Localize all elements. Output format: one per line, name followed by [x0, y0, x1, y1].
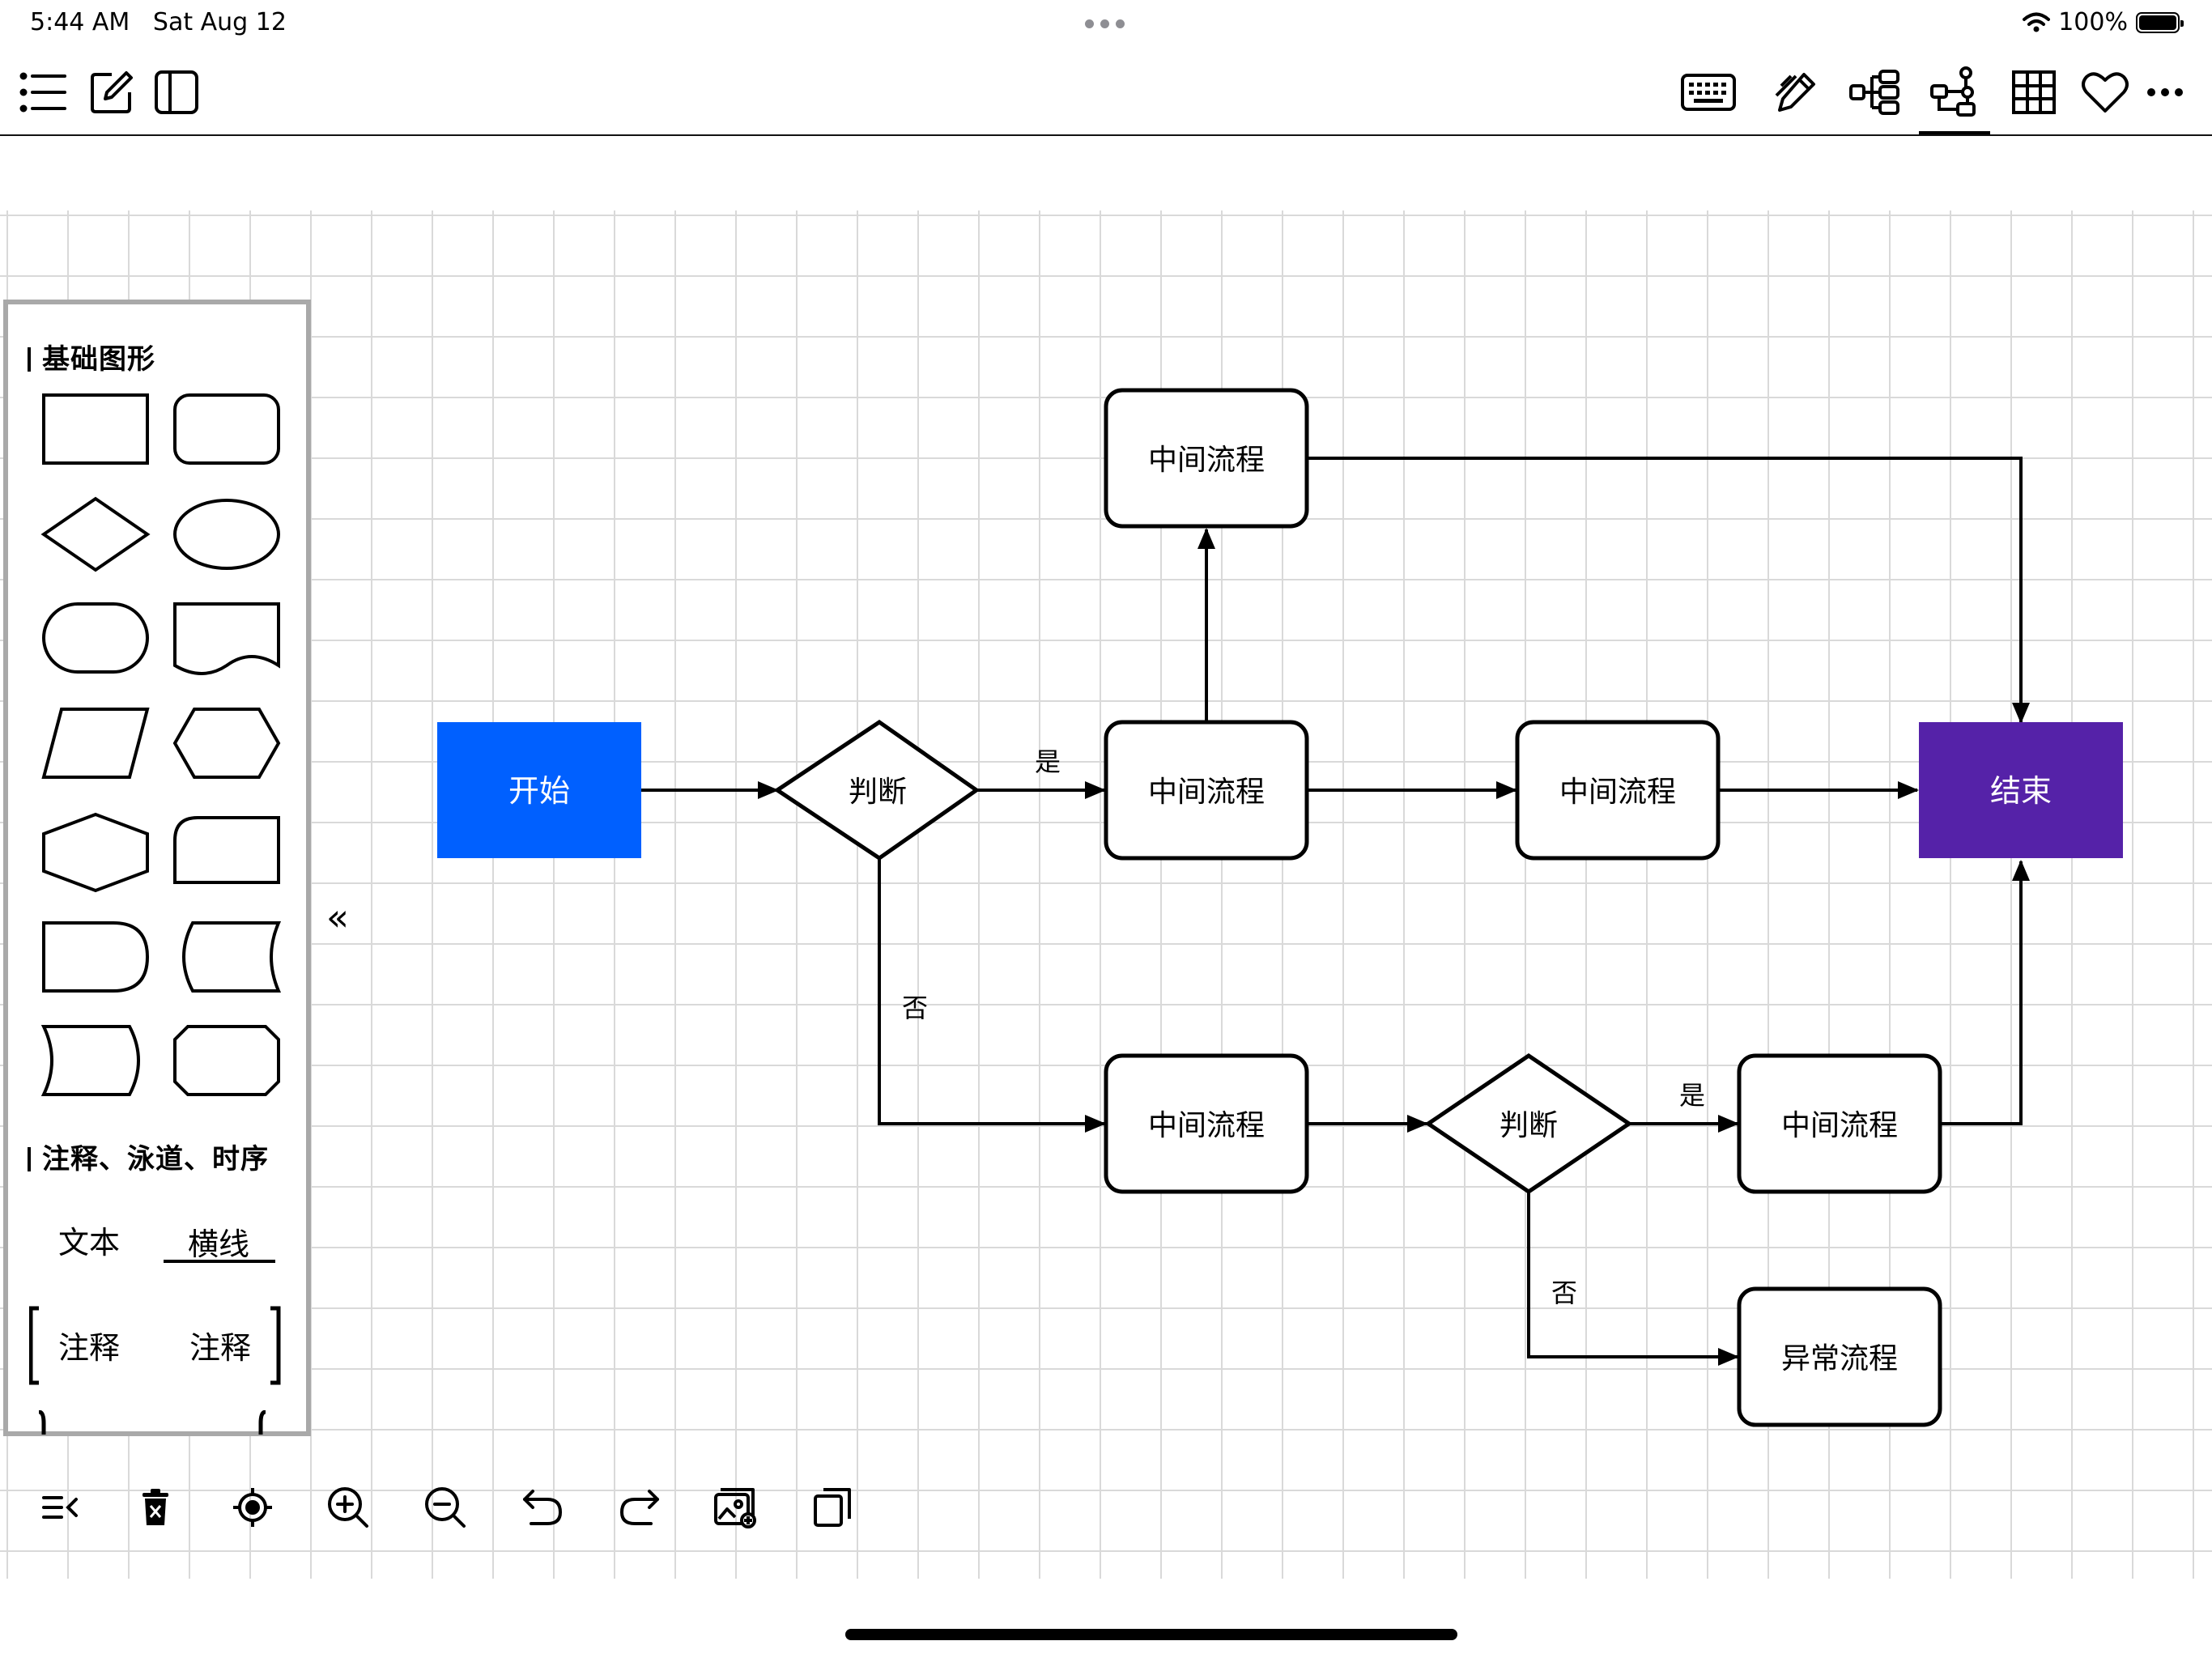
shape-rectangle[interactable] — [42, 393, 149, 465]
top-toolbar — [0, 50, 2212, 136]
node-process-top[interactable]: 中间流程 — [1104, 388, 1309, 529]
redo-icon[interactable] — [609, 1477, 670, 1538]
node-exception[interactable]: 异常流程 — [1737, 1286, 1942, 1427]
table-icon[interactable] — [2003, 62, 2065, 123]
node-decision1[interactable]: 判断 — [773, 719, 981, 861]
battery-icon — [2136, 11, 2184, 33]
shape-hexagon[interactable] — [172, 708, 281, 779]
edit-icon[interactable] — [81, 62, 143, 123]
shape-ellipse[interactable] — [173, 499, 280, 570]
multitasking-dots[interactable] — [1085, 19, 1125, 28]
edge-label-yes1: 是 — [1035, 746, 1061, 777]
section-annotations: 注释、泳道、时序 — [28, 1137, 269, 1176]
zoom-in-icon[interactable] — [317, 1477, 379, 1538]
shape-palette: 基础图形 注释、泳道、时序 文本 横线 注释 注释 — [3, 300, 311, 1436]
shape-delay[interactable] — [42, 921, 150, 993]
edge-bottom2-end — [1940, 860, 2030, 1125]
flowchart-icon[interactable] — [1924, 62, 1985, 123]
hline-tool[interactable]: 横线 — [188, 1226, 250, 1262]
shape-preparation[interactable] — [42, 812, 149, 893]
node-decision2[interactable]: 判断 — [1424, 1052, 1633, 1195]
annotation-left[interactable]: 注释 — [58, 1330, 121, 1366]
node-process-top-label: 中间流程 — [1148, 444, 1265, 477]
node-process-mid-label: 中间流程 — [1148, 776, 1265, 809]
home-indicator — [845, 1629, 1457, 1640]
delete-icon[interactable] — [125, 1477, 186, 1538]
node-decision2-label: 判断 — [1499, 1109, 1558, 1142]
node-process-bottom[interactable]: 中间流程 — [1104, 1053, 1309, 1194]
status-time: 5:44 AM Sat Aug 12 — [30, 8, 287, 36]
shape-document[interactable] — [173, 602, 280, 675]
swimlane-partial — [38, 1410, 266, 1435]
shape-stored-data[interactable] — [182, 921, 282, 993]
hline-shape — [164, 1260, 275, 1263]
edge-top-end — [1308, 457, 2030, 724]
zoom-out-icon[interactable] — [415, 1477, 476, 1538]
heart-icon[interactable] — [2074, 62, 2136, 123]
node-process-bottom2[interactable]: 中间流程 — [1737, 1053, 1942, 1194]
pen-icon[interactable] — [1765, 62, 1827, 123]
shape-loop-limit[interactable] — [173, 1025, 280, 1096]
annotation-brackets — [29, 1306, 281, 1385]
node-process-bottom2-label: 中间流程 — [1781, 1109, 1898, 1142]
edge-label-yes2: 是 — [1679, 1080, 1705, 1111]
node-process-mid2[interactable]: 中间流程 — [1515, 720, 1721, 861]
locate-icon[interactable] — [222, 1477, 283, 1538]
shape-terminator[interactable] — [42, 602, 149, 674]
shape-manual-input[interactable] — [173, 816, 280, 884]
menu-collapse-icon[interactable] — [29, 1477, 91, 1538]
annotation-right[interactable]: 注释 — [189, 1330, 252, 1366]
node-end-label: 结束 — [1990, 773, 2052, 809]
edge-decision2-no — [1527, 1192, 1739, 1366]
more-icon[interactable] — [2134, 62, 2196, 123]
node-exception-label: 异常流程 — [1781, 1342, 1898, 1375]
section-basic-shapes: 基础图形 — [28, 337, 155, 376]
node-process-mid[interactable]: 中间流程 — [1104, 720, 1309, 861]
copy-icon[interactable] — [802, 1477, 863, 1538]
text-tool[interactable]: 文本 — [58, 1225, 121, 1261]
mindmap-icon[interactable] — [1844, 62, 1906, 123]
shape-diamond[interactable] — [40, 496, 151, 572]
node-process-mid2-label: 中间流程 — [1559, 776, 1676, 809]
node-process-bottom-label: 中间流程 — [1148, 1109, 1265, 1142]
sidebar-icon[interactable] — [146, 62, 207, 123]
battery-percent: 100% — [2058, 8, 2128, 36]
time-text: 5:44 AM — [30, 8, 130, 36]
image-export-icon[interactable] — [704, 1477, 766, 1538]
status-right: 100% — [2023, 8, 2184, 36]
shape-card[interactable] — [40, 1025, 140, 1096]
shape-rounded-rect[interactable] — [173, 393, 280, 465]
status-bar: 5:44 AM Sat Aug 12 100% — [0, 0, 2212, 49]
node-decision1-label: 判断 — [849, 776, 907, 809]
wifi-icon — [2023, 12, 2051, 32]
list-icon[interactable] — [13, 62, 74, 123]
edge-label-no2: 否 — [1551, 1278, 1577, 1308]
collapse-palette-icon[interactable]: « — [325, 895, 350, 939]
node-end[interactable]: 结束 — [1919, 722, 2123, 858]
palette-shapes — [40, 393, 282, 1096]
shape-parallelogram[interactable] — [41, 708, 150, 779]
keyboard-icon[interactable] — [1678, 62, 1739, 123]
node-start-label: 开始 — [508, 773, 570, 809]
edge-decision1-no — [878, 858, 1106, 1133]
active-tab-indicator — [1919, 131, 1990, 134]
date-text: Sat Aug 12 — [152, 8, 287, 36]
node-start[interactable]: 开始 — [437, 722, 641, 858]
edge-label-no1: 否 — [902, 993, 928, 1023]
undo-icon[interactable] — [512, 1477, 573, 1538]
